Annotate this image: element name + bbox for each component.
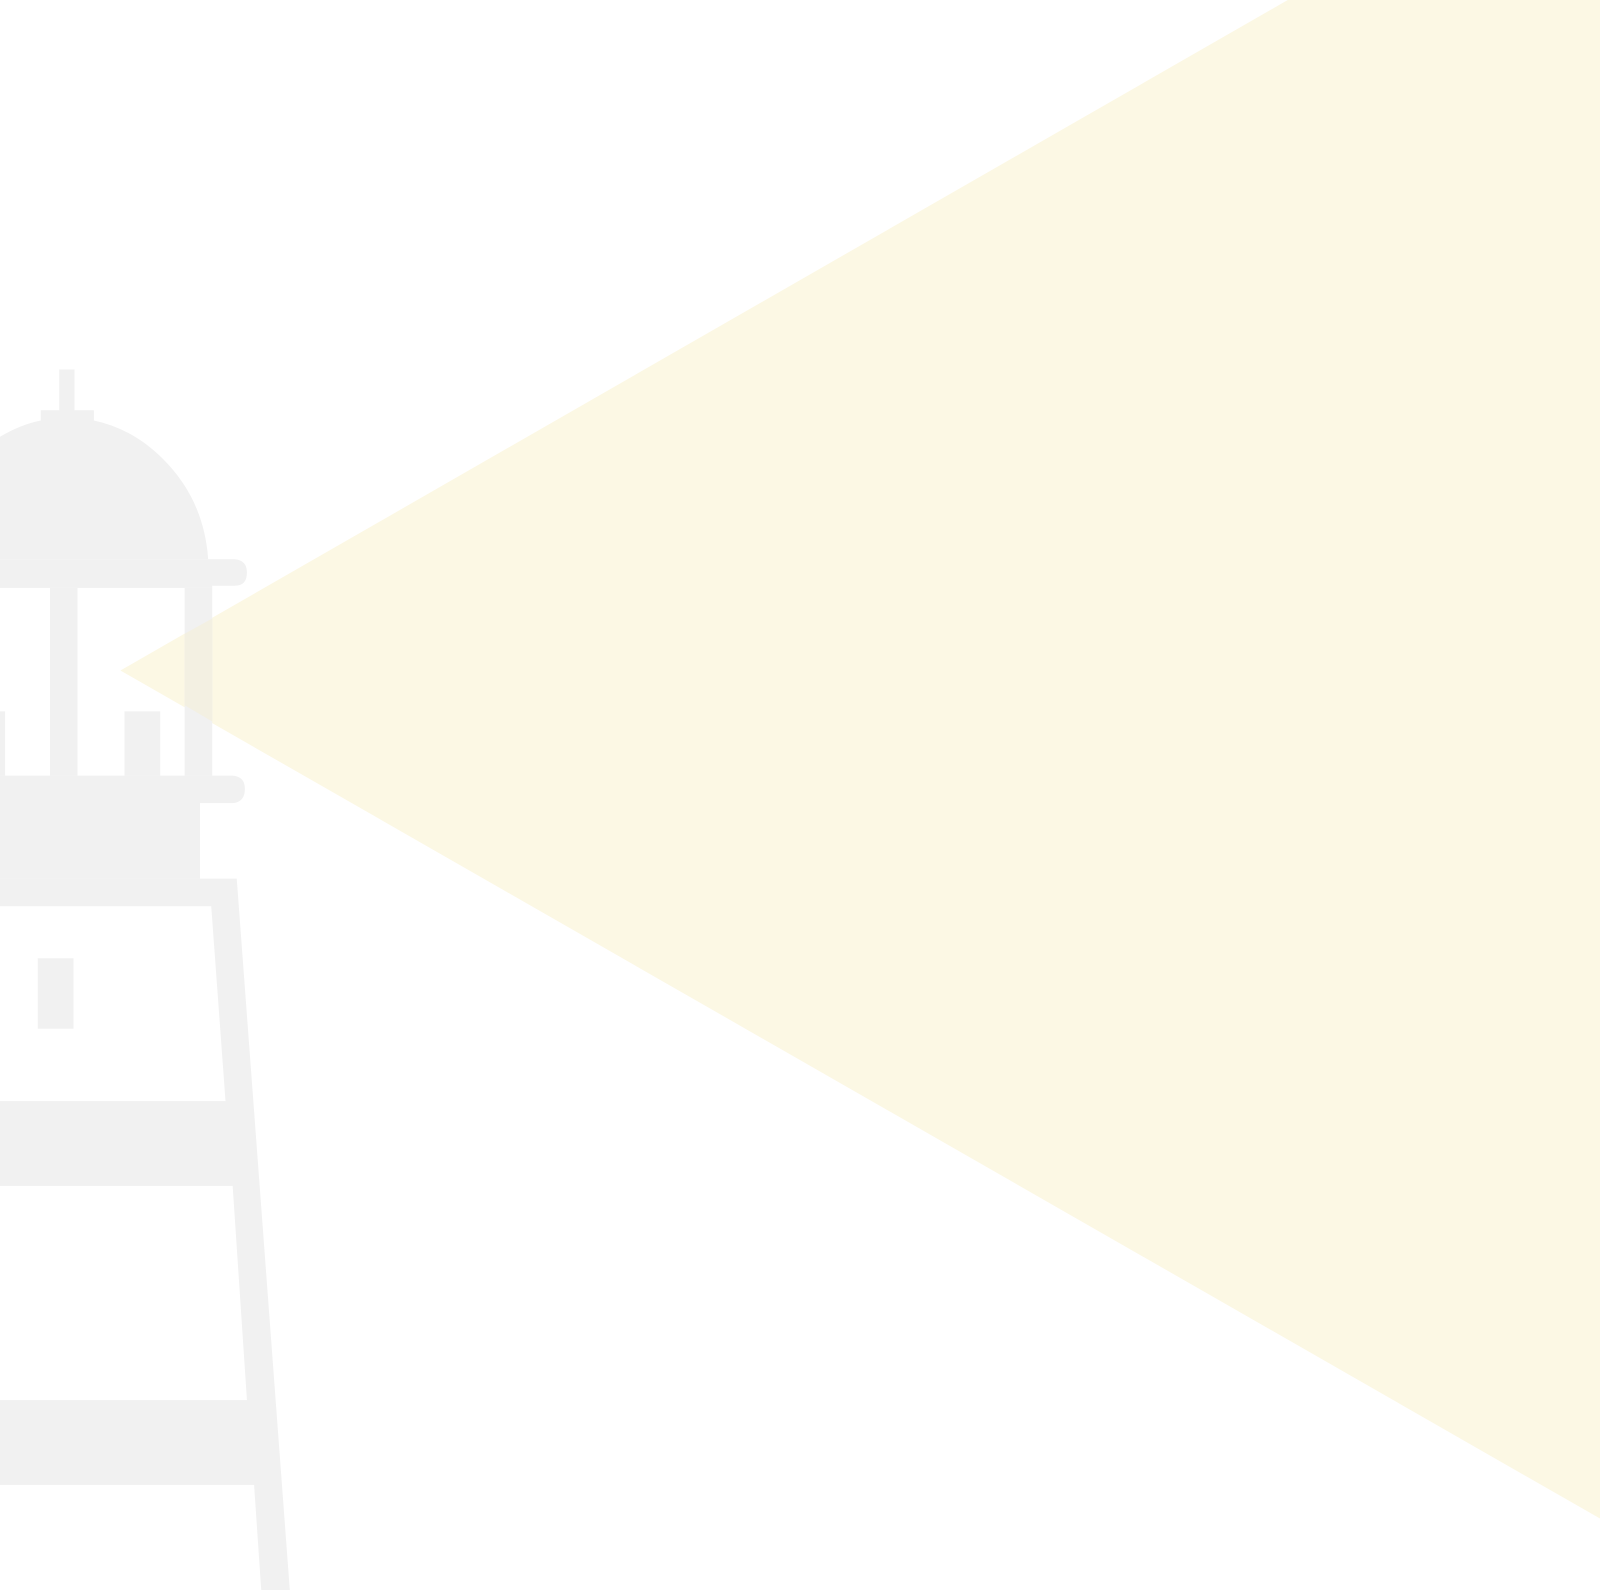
- lighthouse-roof-ledge: [0, 559, 247, 588]
- tower-window: [37, 958, 74, 1029]
- lighthouse-antenna: [59, 369, 75, 413]
- tower-white-band: [0, 1185, 247, 1401]
- beam-overlap: [184, 618, 213, 722]
- light-beam: [120, 0, 1600, 1519]
- lantern-block: [124, 711, 161, 776]
- lighthouse-antenna-base: [40, 410, 94, 423]
- lantern-block: [0, 711, 6, 776]
- tower-white-band: [0, 1484, 262, 1590]
- tower-white-band: [0, 906, 226, 1102]
- lighthouse-gallery: [0, 775, 245, 879]
- lantern-column: [50, 587, 78, 776]
- lighthouse-dome: [0, 420, 209, 560]
- lighthouse: [0, 369, 290, 1590]
